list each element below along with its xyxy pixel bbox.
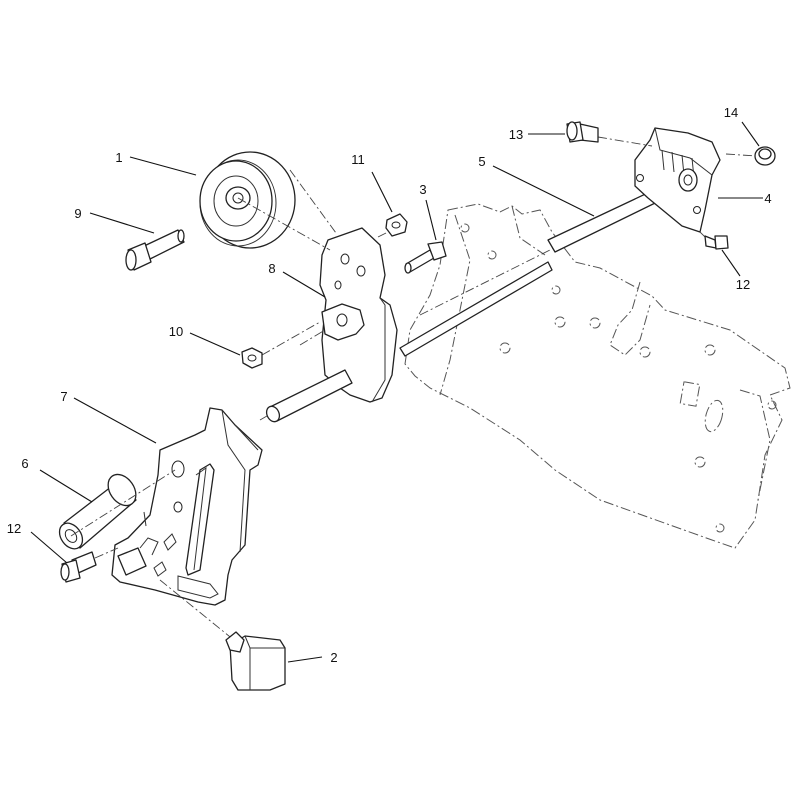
callout-10: 10 (169, 324, 183, 339)
callout-1: 1 (115, 150, 122, 165)
nut-14 (725, 146, 776, 166)
leader-14 (741, 121, 760, 147)
nut-11 (377, 213, 408, 238)
leader-2 (287, 656, 323, 663)
tensioner-cam (299, 303, 365, 346)
callout-11: 11 (351, 152, 365, 167)
leader-10 (189, 332, 241, 356)
leader-lines (30, 121, 763, 663)
right-bracket (634, 127, 721, 233)
leader-5 (492, 165, 595, 217)
bolt-9 (125, 229, 185, 271)
leader-3 (425, 199, 437, 241)
stub-axle (259, 369, 353, 423)
bolt-12-left (60, 547, 119, 583)
callout-4: 4 (764, 191, 771, 206)
callout-12-left: 12 (7, 521, 21, 536)
nut-10 (241, 321, 321, 369)
frame-holes (460, 223, 777, 533)
bolt-12-right (699, 231, 729, 250)
callout-8: 8 (268, 261, 275, 276)
leader-12-right (721, 249, 741, 277)
callout-5: 5 (478, 154, 485, 169)
callout-labels: 1 2 3 4 5 6 7 8 9 10 11 12 12 13 14 (7, 105, 772, 665)
callout-12-right: 12 (736, 277, 750, 292)
leader-8 (282, 271, 326, 298)
bolt-13 (566, 121, 653, 147)
spacer-tube (58, 469, 176, 550)
bolt-3 (404, 241, 447, 274)
lever-plate (111, 407, 263, 606)
grip-pad (225, 631, 286, 691)
frame-plate (404, 203, 791, 549)
idler-pulley (199, 151, 337, 251)
callout-3: 3 (419, 182, 426, 197)
callout-7: 7 (60, 389, 67, 404)
leader-9 (89, 212, 155, 234)
leader-7 (73, 397, 157, 444)
spring-link (143, 511, 241, 646)
leader-12-left (30, 531, 68, 564)
callout-6: 6 (21, 456, 28, 471)
callout-9: 9 (74, 206, 81, 221)
callout-2: 2 (330, 650, 337, 665)
callout-13: 13 (509, 127, 523, 142)
callout-14: 14 (724, 105, 738, 120)
leader-6 (39, 469, 93, 503)
leader-11 (371, 171, 393, 213)
leader-1 (129, 156, 197, 176)
